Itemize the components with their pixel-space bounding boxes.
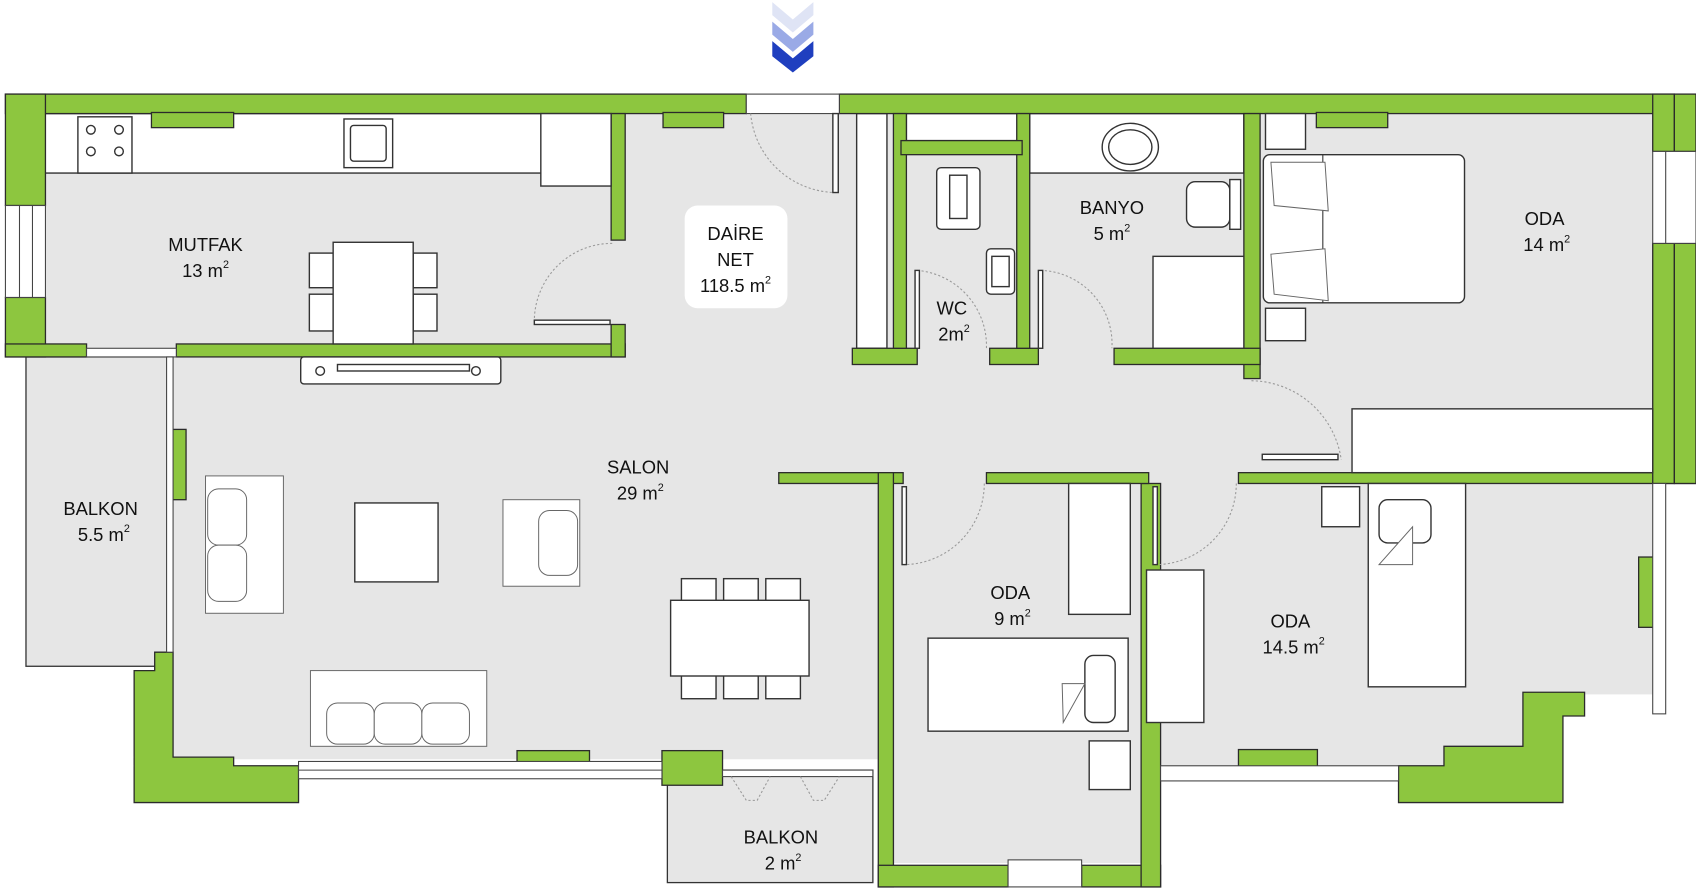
unit: m [103,524,123,545]
coffee-table-icon [354,502,439,583]
room-area: 9 [994,608,1004,629]
fridge-icon [540,112,612,187]
nightstand-icon [1264,307,1307,342]
unit: m [775,853,795,874]
kitchen-sink-icon [343,118,394,169]
room-label-oda-14: ODA 14 m2 [1523,208,1570,255]
kitchen-table-icon [308,241,438,345]
svg-text:118.5 m2: 118.5 m2 [700,274,771,296]
room-label-oda-14-5: ODA 14.5 m2 [1263,610,1325,657]
sofa-bottom-icon [309,670,488,747]
unit-exponent: 2 [1564,233,1570,245]
dining-table-icon [669,577,810,700]
unit: m [637,483,657,504]
svg-text:29 m2: 29 m2 [617,482,664,504]
room-name: BANYO [1080,197,1144,218]
room-label-salon: SALON 29 m2 [607,457,669,504]
room-area: 5.5 [78,524,104,545]
shower-tray-icon [1152,255,1245,349]
svg-text:14 m2: 14 m2 [1523,233,1570,255]
unit-exponent: 2 [1319,636,1325,648]
room-area: 5 [1094,223,1104,244]
room-name: BALKON [63,498,138,519]
desk-icon [1321,486,1361,528]
desk-icon [1088,740,1132,791]
svg-text:14.5 m2: 14.5 m2 [1263,636,1325,658]
total-area-value: 118.5 [700,275,745,296]
doors [533,112,1342,801]
room-label-oda-9: ODA 9 m2 [990,582,1031,629]
svg-text:5.5 m2: 5.5 m2 [78,523,130,545]
nightstand-icon [1264,112,1307,150]
room-name: ODA [990,582,1031,603]
toilet-icon [1185,178,1242,231]
room-label-mutfak: MUTFAK 13 m2 [168,234,243,281]
svg-text:2 m2: 2 m2 [765,852,802,874]
double-bed-icon [1262,153,1466,304]
balkon-left-floor [25,356,171,667]
svg-text:DAİRE: DAİRE [707,223,763,244]
svg-text:2m2: 2m2 [938,323,970,345]
stove-icon [77,116,133,174]
windows [4,93,1696,888]
bathroom-sink-icon [1101,122,1160,172]
total-label: DAİRE [707,223,763,244]
total-label-net: NET [717,249,754,270]
room-name: WC [937,298,968,319]
room-area: 2 [938,324,948,345]
unit: m [1004,608,1024,629]
room-area: 13 [182,260,202,281]
room-name: ODA [1270,610,1311,631]
squat-toilet-icon [935,166,981,231]
unit-exponent: 2 [964,323,970,335]
unit-exponent: 2 [223,259,229,271]
svg-text:13 m2: 13 m2 [182,259,229,281]
unit-exponent: 2 [1025,608,1031,620]
room-label-balkon-bottom: BALKON 2 m2 [744,827,819,874]
wc-sink-icon [985,248,1016,295]
wardrobe-icon [1145,569,1205,724]
room-area: 14.5 [1263,636,1299,657]
hall-cabinet [855,112,888,349]
room-label-banyo: BANYO 5 m2 [1080,197,1144,244]
wc-shelf [905,112,1021,142]
tv-unit-icon [300,356,502,385]
room-name: SALON [607,457,669,478]
entrance-arrow-icon [772,2,814,73]
svg-text:NET: NET [717,249,754,270]
room-area: 14 [1523,234,1543,255]
unit-exponent: 2 [1124,222,1130,234]
total-area-badge: DAİRE NET 118.5 m2 [684,205,788,309]
unit: m [203,260,223,281]
room-label-wc: WC 2m2 [937,298,970,345]
unit: m [1298,636,1318,657]
armchair-icon [502,499,581,587]
room-name: MUTFAK [168,234,243,255]
sofa-left-icon [205,475,284,614]
unit: m [1544,234,1564,255]
room-area: 29 [617,483,637,504]
wardrobe-icon [1067,482,1132,616]
unit-exponent: 2 [124,523,130,535]
single-bed-icon [927,637,1129,732]
room-name: ODA [1525,208,1566,229]
wardrobe-icon [1351,408,1654,474]
unit-exponent: 2 [658,482,664,494]
balkon-bottom-floor [667,770,873,883]
room-label-balkon-left: BALKON 5.5 m2 [63,498,138,545]
room-area: 2 [765,853,775,874]
unit: m [948,324,963,345]
unit: m [1104,223,1124,244]
single-bed-icon [1367,482,1467,688]
svg-text:5 m2: 5 m2 [1094,222,1131,244]
unit-exponent: 2 [795,852,801,864]
room-name: BALKON [744,827,819,848]
svg-text:9 m2: 9 m2 [994,608,1031,630]
unit: m [750,275,765,296]
unit-exponent: 2 [765,274,771,286]
